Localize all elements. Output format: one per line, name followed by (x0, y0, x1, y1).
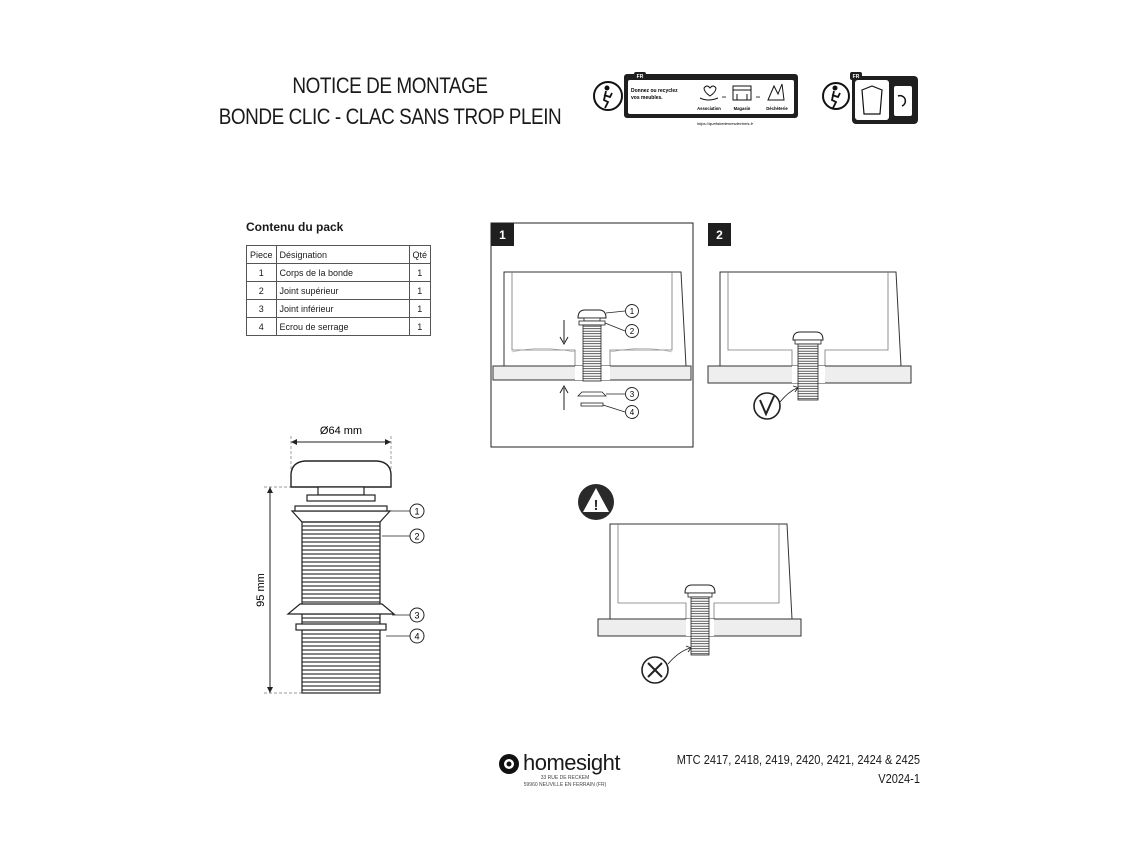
badge-text-1: Donnez ou recyclez (631, 88, 678, 94)
badge-opt-decheterie: Déchèterie (766, 106, 788, 111)
svg-text:3: 3 (414, 611, 419, 621)
warning-icon: ! (578, 484, 614, 520)
step1-callout-2: 2 (630, 327, 635, 336)
svg-text:4: 4 (414, 632, 419, 642)
address-line-2: 59960 NEUVILLE EN FERRAIN (FR) (523, 782, 607, 788)
step-1-panel: 1 1 2 3 4 (490, 222, 694, 448)
cross-icon (641, 645, 692, 684)
brand-name: homesight (523, 750, 621, 775)
step-1-number: 1 (499, 228, 506, 242)
recycle-bin-icon (894, 86, 912, 116)
svg-text:1: 1 (414, 507, 419, 517)
callout-2: 2 (382, 528, 425, 544)
badge-or-2: ou (756, 94, 760, 99)
step1-callout-3: 3 (630, 390, 635, 399)
warning-symbol: ! (594, 497, 599, 514)
pack-table-header: Piece Désignation Qté (246, 245, 432, 264)
address-line-1: 33 RUE DE RECKEM (540, 775, 590, 781)
table-row: 4 Ecrou de serrage 1 (246, 317, 432, 336)
diameter-label: Ø64 mm (320, 425, 362, 437)
badge-text-2: vos meubles. (631, 95, 663, 101)
height-label: 95 mm (255, 573, 267, 607)
step-2-number: 2 (716, 228, 723, 242)
step-2-panel: 2 (707, 223, 912, 420)
check-icon (753, 385, 799, 420)
brand-address: 33 RUE DE RECKEM 59960 NEUVILLE EN FERRA… (505, 775, 625, 789)
badge2-region: FR (853, 74, 860, 80)
table-row: 3 Joint inférieur 1 (246, 299, 432, 318)
badge-opt-association: Association (697, 106, 721, 111)
callout-4: 4 (386, 628, 425, 644)
badge-url: https://quefairedemesdechets.fr (697, 121, 754, 126)
pack-title: Contenu du pack (246, 220, 344, 234)
badge-opt-magasin: Magasin (734, 106, 751, 111)
step1-callout-4: 4 (630, 408, 635, 417)
table-row: 2 Joint supérieur 1 (246, 281, 432, 300)
recycle-person-icon (593, 81, 623, 111)
callout-3: 3 (392, 607, 425, 623)
document-title: NOTICE DE MONTAGE BONDE CLIC - CLAC SANS… (218, 70, 562, 132)
badge-or-1: ou (722, 94, 726, 99)
recycle-packaging-badge: FR (822, 72, 918, 124)
paper-box-icon (861, 85, 883, 115)
version: V2024-1 (878, 771, 920, 786)
store-icon (732, 85, 752, 101)
callout-1: 1 (375, 503, 425, 519)
recycle-furniture-badge: FR Donnez ou recyclez vos meubles. Assoc… (593, 72, 798, 126)
svg-text:2: 2 (414, 532, 419, 542)
title-line-2: BONDE CLIC - CLAC SANS TROP PLEIN (218, 104, 562, 129)
model-numbers: MTC 2417, 2418, 2419, 2420, 2421, 2424 &… (676, 752, 920, 767)
pack-table: Piece Désignation Qté 1 Corps de la bond… (246, 245, 432, 336)
dump-icon (767, 83, 785, 101)
waste-dimension-drawing: Ø64 mm 95 mm 1 2 (255, 425, 425, 694)
association-icon (699, 85, 719, 101)
row-qty: 1 (408, 281, 432, 300)
footer-reference: MTC 2417, 2418, 2419, 2420, 2421, 2424 &… (665, 750, 920, 788)
step1-callout-1: 1 (630, 307, 635, 316)
warning-panel: ! (578, 484, 802, 684)
badge-region: FR (637, 74, 644, 80)
recycle-person-icon (822, 82, 850, 110)
row-qty: 1 (408, 317, 432, 336)
homesight-logo-icon (499, 754, 519, 774)
row-designation: Ecrou de serrage (275, 317, 410, 336)
title-line-1: NOTICE DE MONTAGE (292, 73, 488, 98)
